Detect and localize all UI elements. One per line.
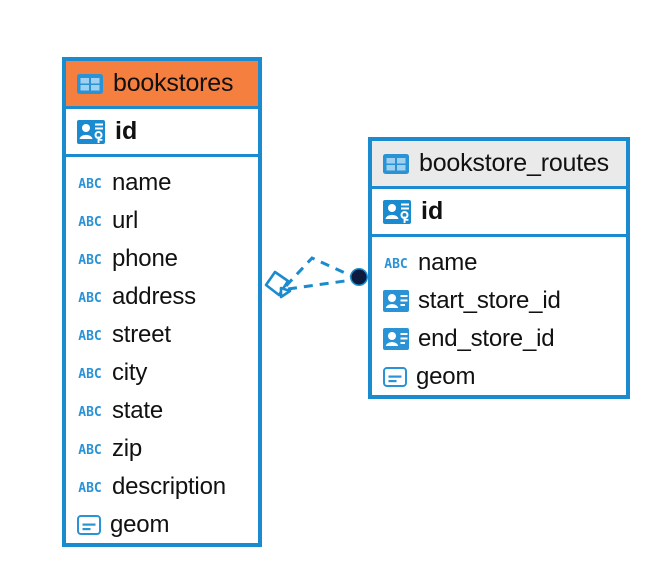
field-label: geom — [110, 511, 170, 538]
field-label: city — [112, 359, 148, 386]
diamond-marker — [264, 270, 292, 299]
field-row[interactable]: ABC name — [372, 244, 626, 282]
primary-key-row[interactable]: id — [372, 189, 626, 237]
svg-text:ABC: ABC — [78, 253, 101, 268]
entity-title: bookstore_routes — [419, 149, 609, 177]
svg-text:ABC: ABC — [78, 215, 101, 230]
primary-key-icon — [382, 198, 412, 226]
geometry-type-icon — [382, 365, 408, 389]
field-row[interactable]: ABC city — [66, 354, 258, 392]
text-type-icon: ABC — [76, 478, 104, 496]
field-label: geom — [416, 363, 476, 390]
svg-text:ABC: ABC — [78, 291, 101, 306]
text-type-icon: ABC — [76, 402, 104, 420]
entity-header-bookstores[interactable]: bookstores — [66, 61, 258, 109]
text-type-icon: ABC — [382, 254, 410, 272]
filled-circle-marker — [350, 268, 368, 286]
primary-key-label: id — [115, 117, 138, 145]
field-label: state — [112, 397, 164, 424]
field-row[interactable]: ABC zip — [66, 430, 258, 468]
foreign-key-icon — [382, 288, 410, 314]
geometry-type-icon — [76, 513, 102, 537]
field-row[interactable]: ABC name — [66, 164, 258, 202]
field-label: start_store_id — [418, 287, 561, 314]
svg-text:ABC: ABC — [78, 405, 101, 420]
primary-key-row[interactable]: id — [66, 109, 258, 157]
svg-text:ABC: ABC — [78, 481, 101, 496]
primary-key-label: id — [421, 197, 444, 225]
text-type-icon: ABC — [76, 440, 104, 458]
field-row[interactable]: ABC description — [66, 468, 258, 506]
primary-key-icon — [76, 118, 106, 146]
text-type-icon: ABC — [76, 250, 104, 268]
entity-title: bookstores — [113, 69, 234, 97]
text-type-icon: ABC — [76, 212, 104, 230]
table-icon — [76, 72, 104, 96]
relationship-line-lower — [287, 278, 353, 291]
field-row[interactable]: geom — [66, 506, 258, 544]
text-type-icon: ABC — [76, 364, 104, 382]
field-label: zip — [112, 435, 143, 462]
field-row[interactable]: ABC url — [66, 202, 258, 240]
text-type-icon: ABC — [76, 288, 104, 306]
field-label: description — [112, 473, 226, 500]
field-label: phone — [112, 245, 178, 272]
field-row[interactable]: start_store_id — [372, 282, 626, 320]
relationship-line-upper — [284, 256, 355, 288]
text-type-icon: ABC — [76, 174, 104, 192]
field-label: street — [112, 321, 171, 348]
entity-bookstore-routes[interactable]: bookstore_routes id — [368, 137, 630, 399]
field-row[interactable]: ABC phone — [66, 240, 258, 278]
table-icon — [382, 152, 410, 176]
field-list: ABC name ABC url ABC pho — [66, 157, 258, 551]
entity-header-bookstore-routes[interactable]: bookstore_routes — [372, 141, 626, 189]
field-label: end_store_id — [418, 325, 555, 352]
field-label: url — [112, 207, 139, 234]
svg-text:ABC: ABC — [78, 177, 101, 192]
field-label: name — [112, 169, 172, 196]
field-label: address — [112, 283, 196, 310]
entity-bookstores[interactable]: bookstores id — [62, 57, 262, 547]
foreign-key-icon — [382, 326, 410, 352]
svg-text:ABC: ABC — [78, 367, 101, 382]
field-row[interactable]: ABC state — [66, 392, 258, 430]
field-row[interactable]: end_store_id — [372, 320, 626, 358]
field-row[interactable]: geom — [372, 358, 626, 396]
field-label: name — [418, 249, 478, 276]
text-type-icon: ABC — [76, 326, 104, 344]
field-list: ABC name start_store_id — [372, 237, 626, 403]
svg-text:ABC: ABC — [384, 257, 407, 272]
field-row[interactable]: ABC address — [66, 278, 258, 316]
svg-text:ABC: ABC — [78, 329, 101, 344]
field-row[interactable]: ABC street — [66, 316, 258, 354]
svg-text:ABC: ABC — [78, 443, 101, 458]
